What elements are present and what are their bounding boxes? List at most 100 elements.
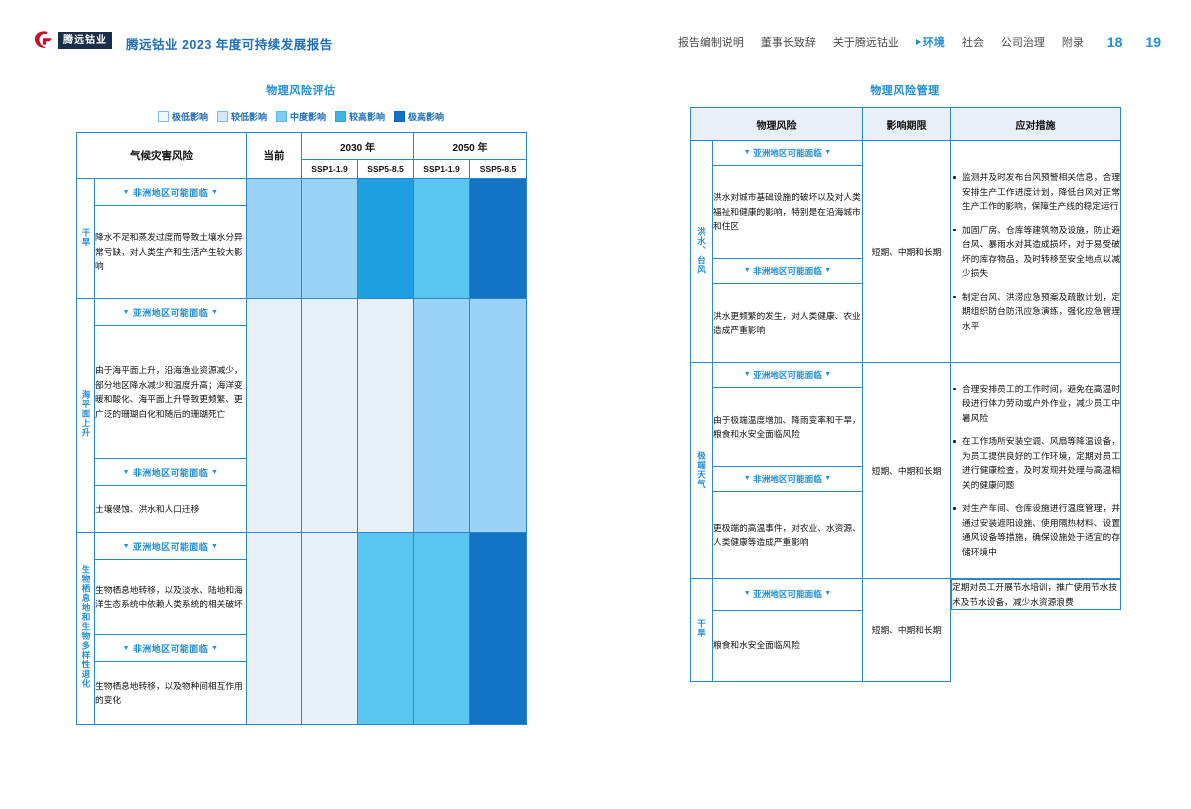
play-triangle-icon xyxy=(915,39,921,45)
legend-swatch-very-high xyxy=(394,111,406,122)
caret-down-right-icon: ▼ xyxy=(824,371,832,378)
region-subheader: ▼ 非洲地区可能面临 ▼ xyxy=(94,178,247,206)
nav-item-appendix[interactable]: 附录 xyxy=(1061,37,1084,49)
row-group-label-drought-text: 干旱 xyxy=(81,227,91,247)
physical-risk-assessment-panel: 物理风险评估 极低影响 较低影响 中度影响 较高影响 极高影响 xyxy=(76,82,527,725)
risk-description: 由于极端温度增加、降雨变率和干旱，粮食和水安全面临风险 xyxy=(712,387,863,467)
table-row: 由于海平面上升，沿海渔业资源减少，部分地区降水减少和温度升高；海洋变暖和酸化、海… xyxy=(77,325,527,459)
row-group-label-drought: 干旱 xyxy=(76,178,95,299)
heat-cell-current xyxy=(246,298,302,533)
logo-wordmark: 腾远钴业 xyxy=(58,31,112,49)
table-row: 降水不足和蒸发过度而导致土壤水分异常亏缺，对人类生产和生活产生较大影响 xyxy=(77,205,527,299)
heat-cell-2050-ssp5 xyxy=(469,532,527,725)
caret-down-left-icon: ▼ xyxy=(743,590,751,598)
impact-term-value: 短期、中期和长期 xyxy=(862,578,951,682)
table-row: ▼ 非洲地区可能面临 ▼ xyxy=(77,634,527,662)
physical-risk-management-table: 物理风险 影响期限 应对措施 洪水、台风 ▼ 亚洲地区可能面临 ▼ 短期、中期和… xyxy=(690,107,1121,682)
heat-cell-2050-ssp1 xyxy=(413,178,470,299)
nav-item-environment[interactable]: 环境 xyxy=(915,34,945,50)
heat-cell-2030-ssp5 xyxy=(357,298,414,533)
risk-description: 生物栖息地转移，以及物种间相互作用的变化 xyxy=(94,661,247,725)
region-subheader-label: 亚洲地区可能面临 xyxy=(132,307,209,318)
measure-item: 制定台风、洪涝应急预案及疏散计划，定期组织防台防汛应急演练，强化应急管理水平 xyxy=(951,290,1120,334)
nav-item-report-notes[interactable]: 报告编制说明 xyxy=(677,37,744,49)
page-number-left: 18 xyxy=(1106,34,1123,50)
table-row: 更极端的高温事件，对农业、水资源、人类健康等造成严重影响 xyxy=(691,491,1121,579)
heat-cell-current xyxy=(246,178,302,299)
table-row: 生物栖息地转移，以及淡水、陆地和海洋生态系统中依赖人类系统的相关破坏 xyxy=(77,559,527,635)
row-group-label-drought: 干旱 xyxy=(690,578,713,682)
table-row: ▼ 非洲地区可能面临 ▼ xyxy=(691,258,1121,284)
caret-down-left-icon: ▼ xyxy=(743,267,751,274)
caret-down-left-icon: ▼ xyxy=(743,475,751,482)
nav-item-society[interactable]: 社会 xyxy=(961,37,984,49)
caret-down-right-icon: ▼ xyxy=(824,475,832,482)
page-number-right: 19 xyxy=(1145,34,1161,50)
heat-cell-2050-ssp1 xyxy=(413,298,470,533)
table-row: 洪水更频繁的发生，对人类健康、农业造成严重影响 xyxy=(691,283,1121,363)
legend-swatch-very-low xyxy=(157,111,169,122)
measures-list-flood-typhoon: 监测并及时发布台风预警相关信息，合理安排生产工作进度计划，降低台风对正常生产工作… xyxy=(950,140,1121,363)
caret-down-left-icon: ▼ xyxy=(122,188,130,196)
col-head-2030-ssp1: SSP1-1.9 xyxy=(301,159,358,179)
caret-down-right-icon: ▼ xyxy=(211,308,219,316)
table-row: 干旱 ▼ 亚洲地区可能面临 ▼ 短期、中期和长期 定期对员工开展节水培训，推广使… xyxy=(690,578,1121,682)
table-row: ▼ 非洲地区可能面临 ▼ xyxy=(691,466,1121,492)
nav-item-governance[interactable]: 公司治理 xyxy=(1000,37,1045,49)
row-group-label-biodiversity: 生物栖息地和生物多样性退化 xyxy=(76,532,95,725)
table-header-row-main: 气候灾害风险 当前 2030 年 2050 年 xyxy=(76,132,527,179)
legend-label-very-high: 极高影响 xyxy=(408,112,445,122)
caret-down-right-icon: ▼ xyxy=(211,644,219,652)
brand-logo: 腾远钴业 xyxy=(33,31,112,49)
legend-label-high: 较高影响 xyxy=(349,112,386,122)
heat-cell-2030-ssp1 xyxy=(301,532,358,725)
table-row: 洪水对城市基础设施的破坏以及对人类福祉和健康的影响，特别是在沿海城市和住区 xyxy=(691,165,1121,259)
caret-down-right-icon: ▼ xyxy=(824,267,832,274)
table-row: 极端天气 ▼ 亚洲地区可能面临 ▼ 短期、中期和长期 合理安排员工的工作时间，避… xyxy=(690,362,1121,579)
row-group-label-biodiversity-text: 生物栖息地和生物多样性退化 xyxy=(81,565,91,689)
caret-down-right-icon: ▼ xyxy=(211,468,219,476)
table-row: 海平面上升 ▼ 亚洲地区可能面临 ▼ xyxy=(76,298,527,533)
measure-item: 在工作场所安装空调、风扇等降温设备，为员工提供良好的工作环境，定期对员工进行健康… xyxy=(951,434,1120,492)
region-subheader-label: 非洲地区可能面临 xyxy=(132,467,209,478)
heat-cell-2030-ssp5 xyxy=(357,178,414,299)
region-subheader-label: 非洲地区可能面临 xyxy=(132,643,209,654)
caret-down-left-icon: ▼ xyxy=(743,371,751,378)
section-nav: 报告编制说明 董事长致辞 关于腾远钴业 环境 社会 公司治理 附录 18 19 xyxy=(678,34,1161,50)
risk-description: 降水不足和蒸发过度而导致土壤水分异常亏缺，对人类生产和生活产生较大影响 xyxy=(94,205,247,299)
page-title: 腾远钴业 2023 年度可持续发展报告 xyxy=(126,38,333,52)
col-head-2050-ssp5: SSP5-8.5 xyxy=(469,159,527,179)
nav-item-about-company[interactable]: 关于腾远钴业 xyxy=(832,37,899,49)
risk-description: 洪水更频繁的发生，对人类健康、农业造成严重影响 xyxy=(712,283,863,363)
caret-down-left-icon: ▼ xyxy=(743,149,751,156)
region-subheader-label: 亚洲地区可能面临 xyxy=(753,589,822,600)
region-subheader-label: 亚洲地区可能面临 xyxy=(132,541,209,552)
table-row: 生物栖息地和生物多样性退化 ▼ 亚洲地区可能面临 ▼ xyxy=(76,532,527,725)
region-subheader-label: 亚洲地区可能面临 xyxy=(753,148,822,158)
left-panel-title: 物理风险评估 xyxy=(266,85,336,97)
right-panel-title: 物理风险管理 xyxy=(870,85,940,97)
table-row: 干旱 ▼ 非洲地区可能面临 ▼ xyxy=(76,178,527,299)
legend-item-high: 较高影响 xyxy=(335,110,385,123)
impact-term-value: 短期、中期和长期 xyxy=(862,140,951,363)
legend-label-medium: 中度影响 xyxy=(289,112,326,122)
col-head-climate-risk: 气候灾害风险 xyxy=(76,132,247,179)
legend-swatch-high xyxy=(335,111,346,122)
col-head-measures: 应对措施 xyxy=(950,107,1121,141)
legend-item-very-high: 极高影响 xyxy=(394,110,444,123)
legend-swatch-low xyxy=(216,111,228,122)
table-row: 由于极端温度增加、降雨变率和干旱，粮食和水安全面临风险 xyxy=(691,387,1121,467)
legend-item-medium: 中度影响 xyxy=(275,110,326,123)
region-subheader-label: 非洲地区可能面临 xyxy=(753,474,822,484)
table-row: 土壤侵蚀、洪水和人口迁移 xyxy=(77,485,527,533)
col-head-physical-risk: 物理风险 xyxy=(690,107,863,141)
nav-item-chairman-message[interactable]: 董事长致辞 xyxy=(760,37,816,49)
col-head-2050-ssp1: SSP1-1.9 xyxy=(413,159,470,179)
region-subheader: ▼ 非洲地区可能面临 ▼ xyxy=(712,466,863,492)
caret-down-left-icon: ▼ xyxy=(122,542,130,550)
risk-description: 生物栖息地转移，以及淡水、陆地和海洋生态系统中依赖人类系统的相关破坏 xyxy=(94,559,247,635)
legend-label-low: 较低影响 xyxy=(230,112,267,122)
col-head-2030-ssp5: SSP5-8.5 xyxy=(357,159,414,179)
physical-risk-table: 气候灾害风险 当前 2030 年 2050 年 SSP1-1.9 SSP5-8.… xyxy=(76,132,527,725)
row-group-label-extreme-weather-text: 极端天气 xyxy=(696,450,707,489)
